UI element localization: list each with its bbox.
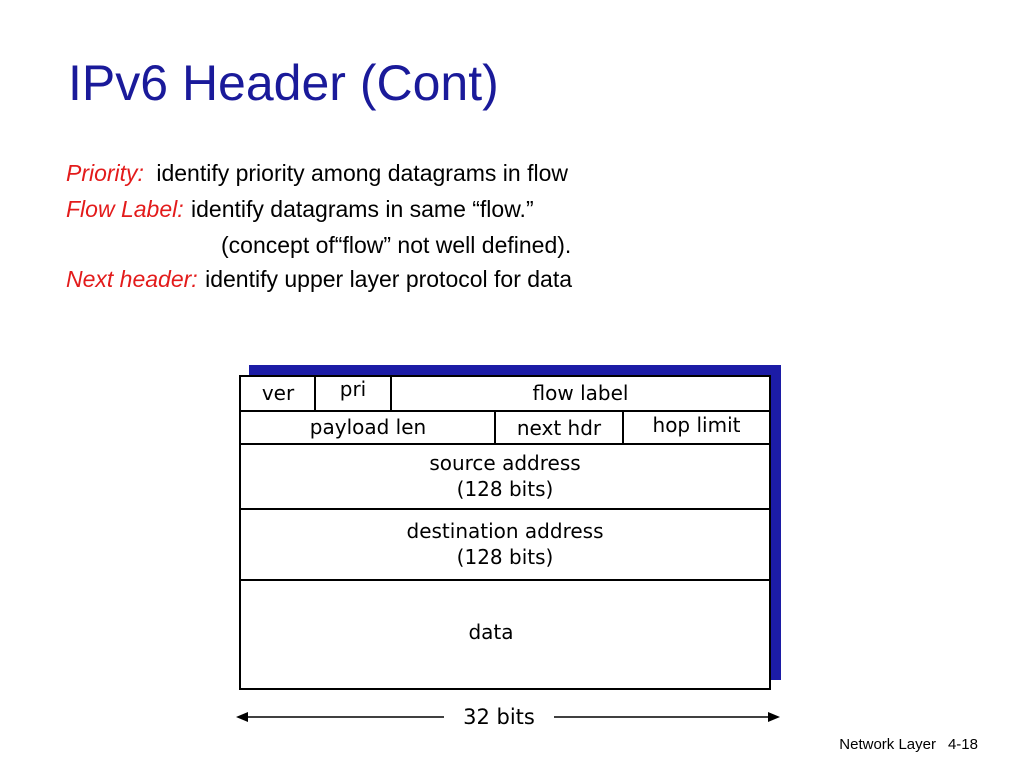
footer-page-number: 4-18: [947, 736, 978, 753]
field-destination-address-size: (128 bits): [456, 545, 554, 569]
arrow-left-head: [236, 712, 248, 722]
definition-term: Priority:: [66, 160, 144, 186]
definition-flow-label: Flow Label: identify datagrams in same “…: [66, 198, 534, 221]
arrow-right-head: [768, 712, 780, 722]
field-data: data: [468, 620, 514, 645]
field-source-address: source address (128 bits): [241, 445, 769, 509]
field-pri: pri: [339, 377, 367, 402]
divider: [314, 377, 316, 411]
field-source-address-name: source address: [429, 451, 581, 476]
field-hop-limit: hop limit: [652, 413, 741, 438]
field-ver: ver: [261, 381, 295, 406]
footer-section: Network Layer: [839, 736, 936, 753]
field-destination-address: destination address (128 bits): [241, 510, 769, 580]
field-payload-len: payload len: [309, 415, 427, 440]
field-destination-address-name: destination address: [406, 519, 604, 544]
divider: [622, 411, 624, 444]
definition-term: Flow Label:: [66, 196, 184, 222]
field-flow-label: flow label: [532, 381, 629, 406]
definition-next-header: Next header: identify upper layer protoc…: [66, 268, 572, 291]
field-source-address-size: (128 bits): [456, 477, 554, 501]
definition-continuation: (concept of“flow” not well defined).: [221, 232, 572, 258]
definition-flow-label-continuation: (concept of“flow” not well defined).: [221, 234, 571, 257]
field-next-hdr: next hdr: [516, 416, 602, 441]
definition-description: identify priority among datagrams in flo…: [156, 160, 568, 186]
definition-term: Next header:: [66, 266, 198, 292]
row-divider: [241, 410, 769, 412]
definition-description: identify datagrams in same “flow.”: [191, 196, 534, 222]
ipv6-header-diagram: ver pri flow label payload len next hdr …: [239, 375, 771, 690]
row-divider: [241, 508, 769, 510]
row-divider: [241, 443, 769, 445]
definition-description: identify upper layer protocol for data: [205, 266, 573, 292]
definition-priority: Priority: identify priority among datagr…: [66, 162, 568, 185]
width-label: 32 bits: [444, 704, 554, 730]
row-divider: [241, 579, 769, 581]
slide-title: IPv6 Header (Cont): [68, 55, 499, 111]
divider: [494, 411, 496, 444]
divider: [390, 377, 392, 411]
slide-footer: Network Layer 4-18: [839, 736, 978, 753]
